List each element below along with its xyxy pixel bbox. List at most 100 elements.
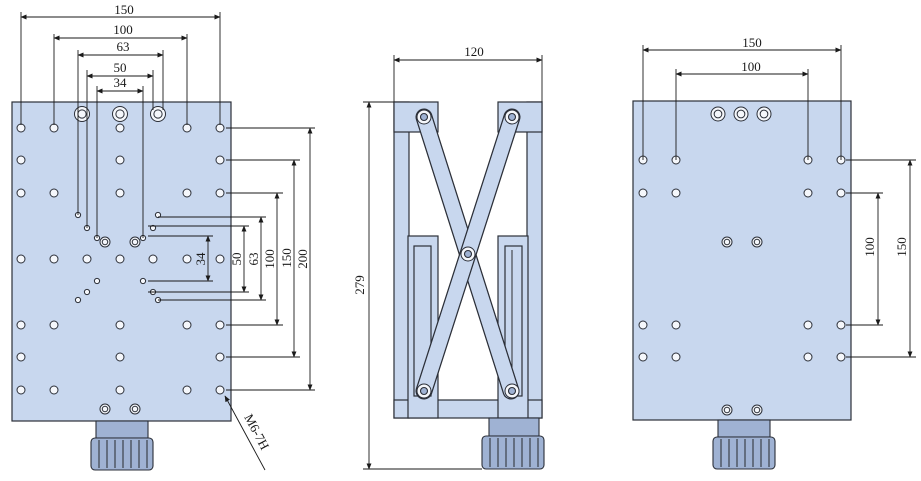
center-counterbored-hole-inner (753, 238, 761, 246)
thread-callout: M6-7H (224, 395, 273, 471)
side-right-frame (526, 101, 543, 419)
dim-front-63: 63 (117, 39, 130, 54)
mounting-hole (215, 123, 225, 133)
front-view: 150 100 63 50 34 200 (11, 2, 315, 471)
front-knob-knurl (98, 440, 148, 468)
side-left-frame (393, 101, 410, 419)
mounting-hole (182, 385, 192, 395)
mounting-hole (115, 254, 125, 264)
mounting-hole (115, 352, 125, 362)
small-hole (139, 277, 147, 285)
mounting-hole (803, 188, 813, 198)
mounting-hole (115, 188, 125, 198)
mounting-hole (182, 188, 192, 198)
counterbored-hole-inner (713, 109, 723, 119)
mounting-hole (115, 320, 125, 330)
front-knob (90, 437, 154, 471)
mounting-hole (49, 254, 59, 264)
counterbored-hole-inner (115, 109, 125, 119)
back-knob (712, 436, 776, 470)
callout-m6-7h: M6-7H (241, 411, 272, 452)
mounting-hole (16, 188, 26, 198)
mounting-hole (836, 320, 846, 330)
dim-side-width: 120 (464, 44, 484, 59)
scissor-pivots (416, 109, 520, 399)
mounting-hole (16, 385, 26, 395)
front-right-dimensions: 200 150 100 63 50 34 (148, 127, 315, 391)
mounting-hole (16, 155, 26, 165)
small-hole (93, 277, 101, 285)
mounting-hole (182, 320, 192, 330)
dim-back-100: 100 (741, 59, 761, 74)
front-knob-collar (95, 420, 149, 439)
mounting-hole (115, 155, 125, 165)
mounting-hole (49, 385, 59, 395)
back-plate (632, 100, 852, 421)
dim-front-63-v: 63 (246, 253, 261, 266)
dim-front-100-v: 100 (262, 249, 277, 269)
mounting-hole (16, 352, 26, 362)
mounting-hole (671, 188, 681, 198)
bottom-hole-inner (131, 405, 139, 413)
dim-front-50-v: 50 (229, 253, 244, 266)
dim-front-200: 200 (295, 249, 310, 269)
mounting-hole (671, 352, 681, 362)
small-hole (83, 288, 91, 296)
mounting-hole (638, 188, 648, 198)
mounting-hole (671, 320, 681, 330)
dim-front-34-v: 34 (193, 252, 208, 266)
dim-back-150-v: 150 (894, 237, 909, 257)
mid-hole (82, 254, 92, 264)
dim-side-height: 279 (352, 275, 367, 295)
mounting-hole (16, 320, 26, 330)
small-hole (154, 211, 162, 219)
dim-front-50: 50 (114, 60, 127, 75)
small-hole (74, 296, 82, 304)
side-knob (481, 435, 545, 470)
dim-front-150: 150 (114, 2, 134, 17)
mounting-hole (836, 352, 846, 362)
counterbored-hole-inner (759, 109, 769, 119)
center-counterbored-hole-inner (723, 238, 731, 246)
dim-front-150-v: 150 (279, 248, 294, 268)
mounting-hole (638, 320, 648, 330)
counterbored-hole-inner (736, 109, 746, 119)
mounting-hole (215, 320, 225, 330)
back-knob-collar (717, 419, 771, 438)
side-knob-collar (488, 417, 540, 437)
dim-front-100: 100 (113, 22, 133, 37)
mounting-hole (836, 188, 846, 198)
counterbored-hole-inner (153, 109, 163, 119)
small-hole (149, 224, 157, 232)
counterbored-hole-inner (77, 109, 87, 119)
mounting-hole (16, 123, 26, 133)
dim-back-150: 150 (742, 35, 762, 50)
mounting-hole (49, 188, 59, 198)
mounting-hole (49, 320, 59, 330)
bottom-hole-inner (753, 406, 761, 414)
mounting-hole (215, 155, 225, 165)
mounting-hole (215, 352, 225, 362)
bottom-hole-inner (723, 406, 731, 414)
mid-hole (148, 254, 158, 264)
center-counterbored-hole-inner (131, 238, 139, 246)
back-view: 150 100 150 100 (632, 35, 916, 470)
mounting-hole (115, 123, 125, 133)
mounting-hole (803, 352, 813, 362)
front-top-dimensions: 150 100 63 50 34 (20, 2, 221, 238)
mounting-hole (115, 385, 125, 395)
mounting-hole (803, 320, 813, 330)
dim-front-34: 34 (114, 75, 128, 90)
center-counterbored-hole-inner (101, 238, 109, 246)
bottom-hole-inner (101, 405, 109, 413)
mounting-hole (638, 352, 648, 362)
mounting-hole (215, 385, 225, 395)
mounting-hole (182, 123, 192, 133)
mounting-hole (16, 254, 26, 264)
dim-back-100-v: 100 (862, 237, 877, 257)
mounting-hole (49, 123, 59, 133)
side-view: 120 279 (352, 44, 545, 470)
mounting-hole (215, 254, 225, 264)
mounting-hole (215, 188, 225, 198)
